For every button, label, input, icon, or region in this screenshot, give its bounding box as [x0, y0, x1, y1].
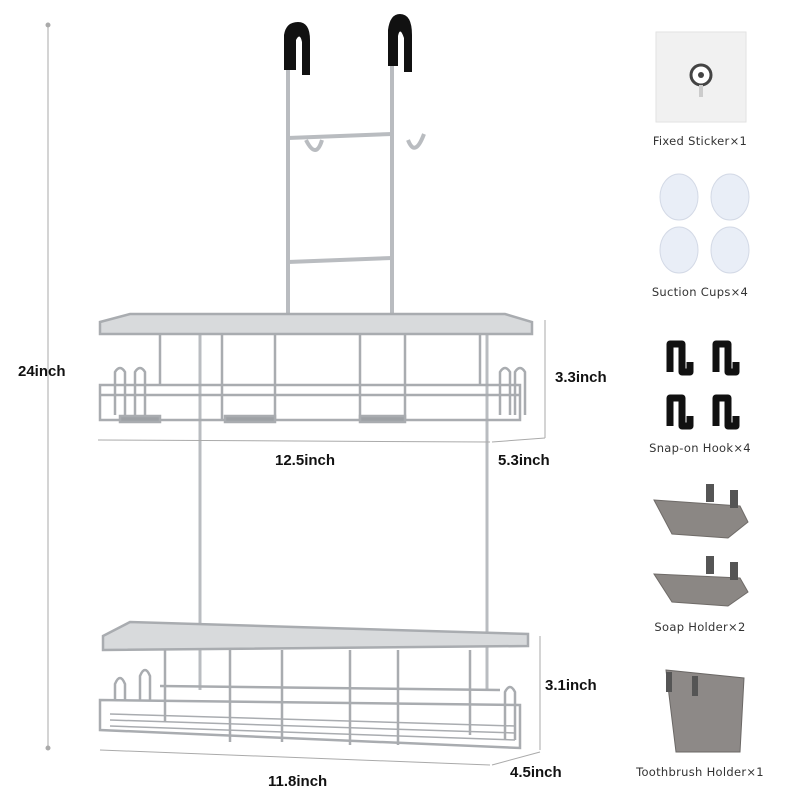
- bottom-dimension-lines: [99, 636, 541, 766]
- soap-holder-label: Soap Holder×2: [654, 620, 746, 634]
- bottom-basket: [98, 620, 530, 750]
- top-shelf-height-label: 3.3inch: [555, 369, 607, 386]
- snap-on-hooks-icon: [666, 340, 740, 430]
- suction-cups-icon: [659, 173, 750, 274]
- fixed-sticker-label: Fixed Sticker×1: [652, 134, 748, 148]
- height-dimension-line: [45, 22, 51, 751]
- top-shelf-depth-label: 5.3inch: [498, 452, 550, 469]
- top-shelf: [98, 312, 534, 424]
- bottom-basket-depth-label: 4.5inch: [510, 764, 562, 781]
- toothbrush-holder-label: Toothbrush Holder×1: [636, 765, 764, 779]
- fixed-sticker-icon: [655, 31, 747, 123]
- top-dimension-lines: [97, 320, 546, 443]
- suction-cups-label: Suction Cups×4: [651, 285, 749, 299]
- top-shelf-width-label: 12.5inch: [275, 452, 336, 469]
- toothbrush-holder-icon: [665, 669, 745, 753]
- bottom-basket-height-label: 3.1inch: [545, 677, 597, 694]
- bottom-basket-width-label: 11.8inch: [268, 773, 328, 790]
- soap-holders-icon: [653, 484, 749, 607]
- hook-caps: [284, 14, 412, 75]
- snap-on-hook-label: Snap-on Hook×4: [649, 441, 751, 455]
- total-height-label: 24inch: [18, 363, 66, 380]
